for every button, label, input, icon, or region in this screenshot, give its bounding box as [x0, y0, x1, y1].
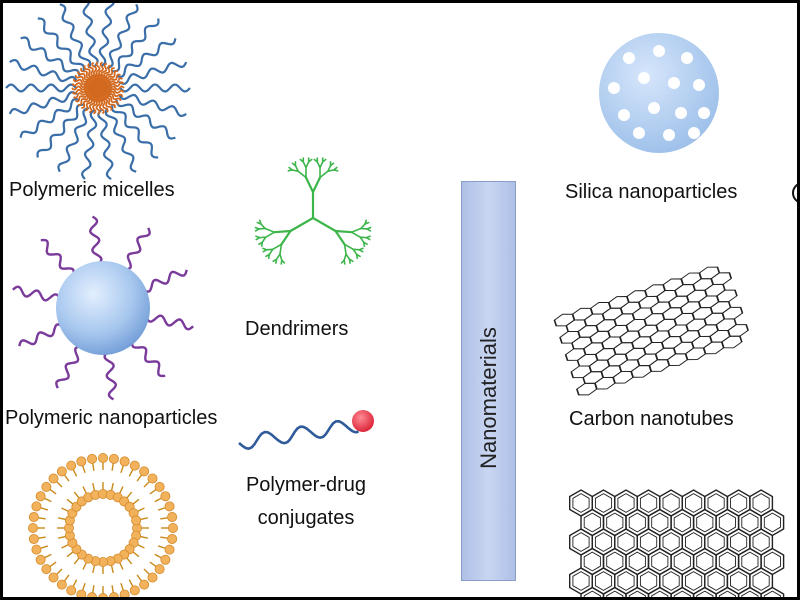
- polymeric-nanoparticle-icon: [12, 215, 194, 401]
- carbon-nanotubes-label: Carbon nanotubes: [569, 408, 734, 430]
- polymer-drug-label-line1: Polymer-drug: [245, 474, 367, 496]
- liposome-icon: [27, 452, 178, 597]
- partial-item-icon: [792, 183, 797, 203]
- polymeric-nanoparticles-label: Polymeric nanoparticles: [5, 407, 218, 429]
- carbon-nanotube-icon: [553, 266, 749, 396]
- silica-nanoparticles-label: Silica nanoparticles: [565, 181, 738, 203]
- graphene-sheet-icon: [569, 489, 785, 597]
- polymer-drug-label-line2: conjugates: [257, 507, 355, 529]
- silica-nanoparticle-icon: [599, 33, 719, 153]
- nanomaterials-label: Nanomaterials: [476, 327, 501, 469]
- polymeric-micelle-icon: [5, 3, 191, 180]
- nanomaterials-bar: [461, 181, 516, 581]
- polymer-drug-conjugate-icon: [238, 410, 374, 450]
- dendrimer-icon: [254, 157, 372, 265]
- nanomaterials-illustration: [5, 3, 797, 597]
- dendrimers-label: Dendrimers: [245, 318, 349, 340]
- polymeric-micelles-label: Polymeric micelles: [9, 179, 175, 201]
